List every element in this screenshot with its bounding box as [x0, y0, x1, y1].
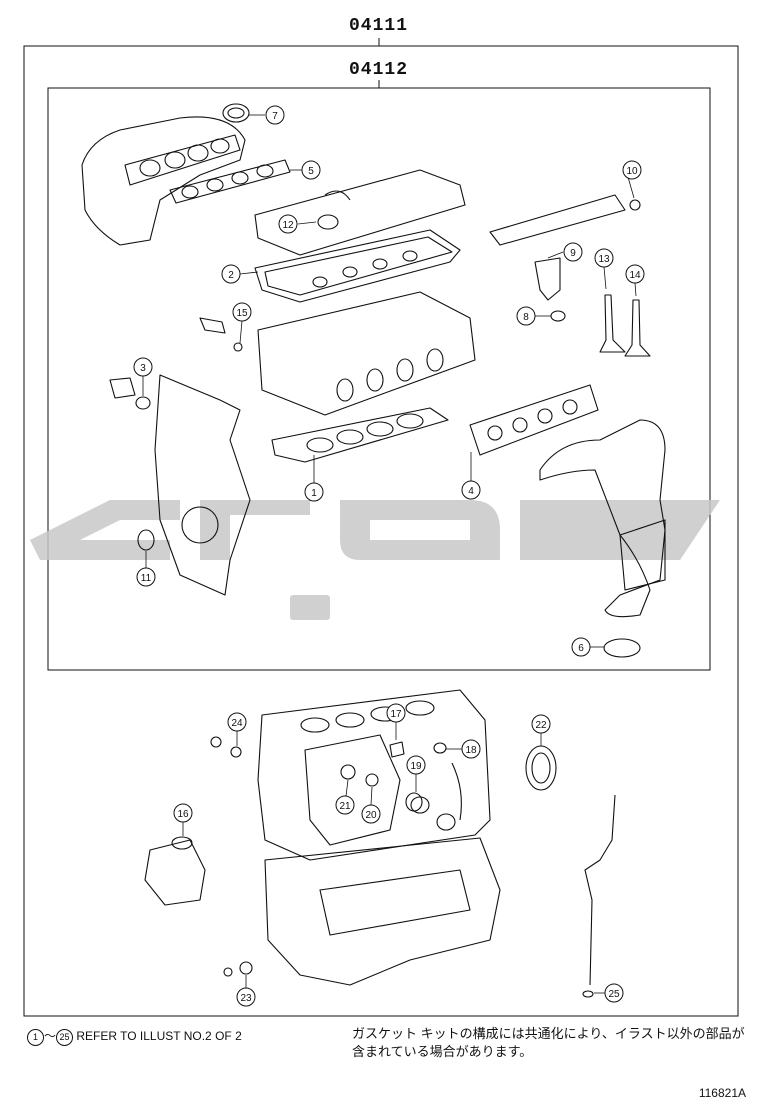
callout-11 [136, 567, 156, 587]
callout-16 [173, 803, 193, 823]
callout-label-20: 20 [365, 810, 377, 821]
engine-parts [81, 103, 666, 998]
kit-frames [23, 38, 739, 1017]
outer-kit-title: 04111 [349, 16, 409, 36]
callout-label-2: 2 [228, 270, 234, 281]
water-outlet [109, 377, 136, 399]
callout-label-22: 22 [535, 720, 547, 731]
callout-13 [594, 248, 614, 268]
refer-text: REFER TO ILLUST NO.2 OF 2 [76, 1029, 242, 1043]
callout-23 [236, 987, 256, 1007]
callout-21 [335, 795, 355, 815]
intake-valve [599, 294, 626, 353]
callout-label-6: 6 [578, 643, 584, 654]
timing-chain-cover [154, 374, 251, 596]
callout-label-13: 13 [598, 254, 610, 265]
inner-kit-frame [47, 87, 711, 671]
watermark-logo [30, 500, 720, 620]
water-bypass [451, 762, 462, 821]
fuel-rail [489, 194, 626, 246]
callout-label-25: 25 [608, 989, 620, 1000]
range-separator: ～ [44, 1029, 57, 1043]
callout-8 [516, 306, 536, 326]
callout-10 [622, 160, 642, 180]
callout-18 [461, 739, 481, 759]
callout-label-9: 9 [570, 248, 576, 259]
intake-manifold [81, 116, 246, 246]
callout-label-11: 11 [141, 573, 152, 584]
crank-front-seal [137, 529, 155, 551]
callout-label-8: 8 [523, 312, 529, 323]
callout-label-14: 14 [629, 270, 641, 281]
sensor [199, 317, 226, 334]
callout-1 [304, 482, 324, 502]
callout-label-10: 10 [626, 166, 638, 177]
callout-label-23: 23 [240, 993, 252, 1004]
callout-label-4: 4 [468, 486, 474, 497]
callout-label-1: 1 [311, 488, 317, 499]
callout-labels: 7 5 12 2 10 9 8 13 14 15 3 1 4 11 6 24 1… [140, 111, 641, 1004]
callout-5 [301, 160, 321, 180]
exhaust-manifold [539, 419, 666, 618]
callout-label-21: 21 [339, 801, 351, 812]
exhaust-valve [624, 299, 651, 357]
dipstick [584, 794, 616, 986]
callout-2 [221, 264, 241, 284]
callout-22 [531, 714, 551, 734]
callout-label-18: 18 [465, 745, 477, 756]
callout-14 [625, 264, 645, 284]
callout-15 [232, 302, 252, 322]
callout-label-5: 5 [308, 166, 314, 177]
callout-20 [361, 804, 381, 824]
figure-id: 116821A [698, 1086, 746, 1100]
callout-3 [133, 357, 153, 377]
exhaust-pipe-gasket [603, 638, 641, 658]
callout-label-24: 24 [231, 718, 243, 729]
range-start-marker: 1 [27, 1029, 44, 1046]
exhaust-manifold-gasket [469, 384, 599, 456]
cylinder-head [257, 291, 476, 416]
callout-12 [278, 214, 298, 234]
head-gasket [271, 407, 449, 463]
callout-9 [563, 242, 583, 262]
valve-cover [254, 169, 466, 256]
callout-24 [227, 712, 247, 732]
callout-label-3: 3 [140, 363, 146, 374]
range-end-marker: 25 [56, 1029, 74, 1046]
oil-pan [264, 837, 501, 986]
callout-4 [461, 480, 481, 500]
refer-note: 1～25 REFER TO ILLUST NO.2 OF 2 [27, 1027, 242, 1046]
callout-19 [406, 755, 426, 775]
block-front [304, 734, 401, 846]
throttle-gasket [222, 103, 250, 123]
head-cover-gasket [254, 229, 461, 303]
callout-markers [133, 105, 645, 1007]
callout-17 [386, 703, 406, 723]
callout-6 [571, 637, 591, 657]
callout-label-16: 16 [177, 809, 189, 820]
japanese-note: ガスケット キットの構成には共通化により、イラスト以外の部品が含まれている場合が… [352, 1026, 745, 1059]
callout-label-17: 17 [390, 709, 402, 720]
callout-label-15: 15 [236, 308, 248, 319]
callout-25 [604, 983, 624, 1003]
injector [534, 257, 561, 301]
cylinder-block [257, 689, 491, 861]
intake-gasket [169, 159, 291, 204]
inner-kit-title: 04112 [349, 60, 409, 80]
callout-label-12: 12 [282, 220, 294, 231]
outer-kit-frame [23, 45, 739, 1017]
oil-pump [144, 839, 206, 906]
callout-label-19: 19 [410, 761, 422, 772]
callout-label-7: 7 [272, 111, 278, 122]
callout-7 [265, 105, 285, 125]
